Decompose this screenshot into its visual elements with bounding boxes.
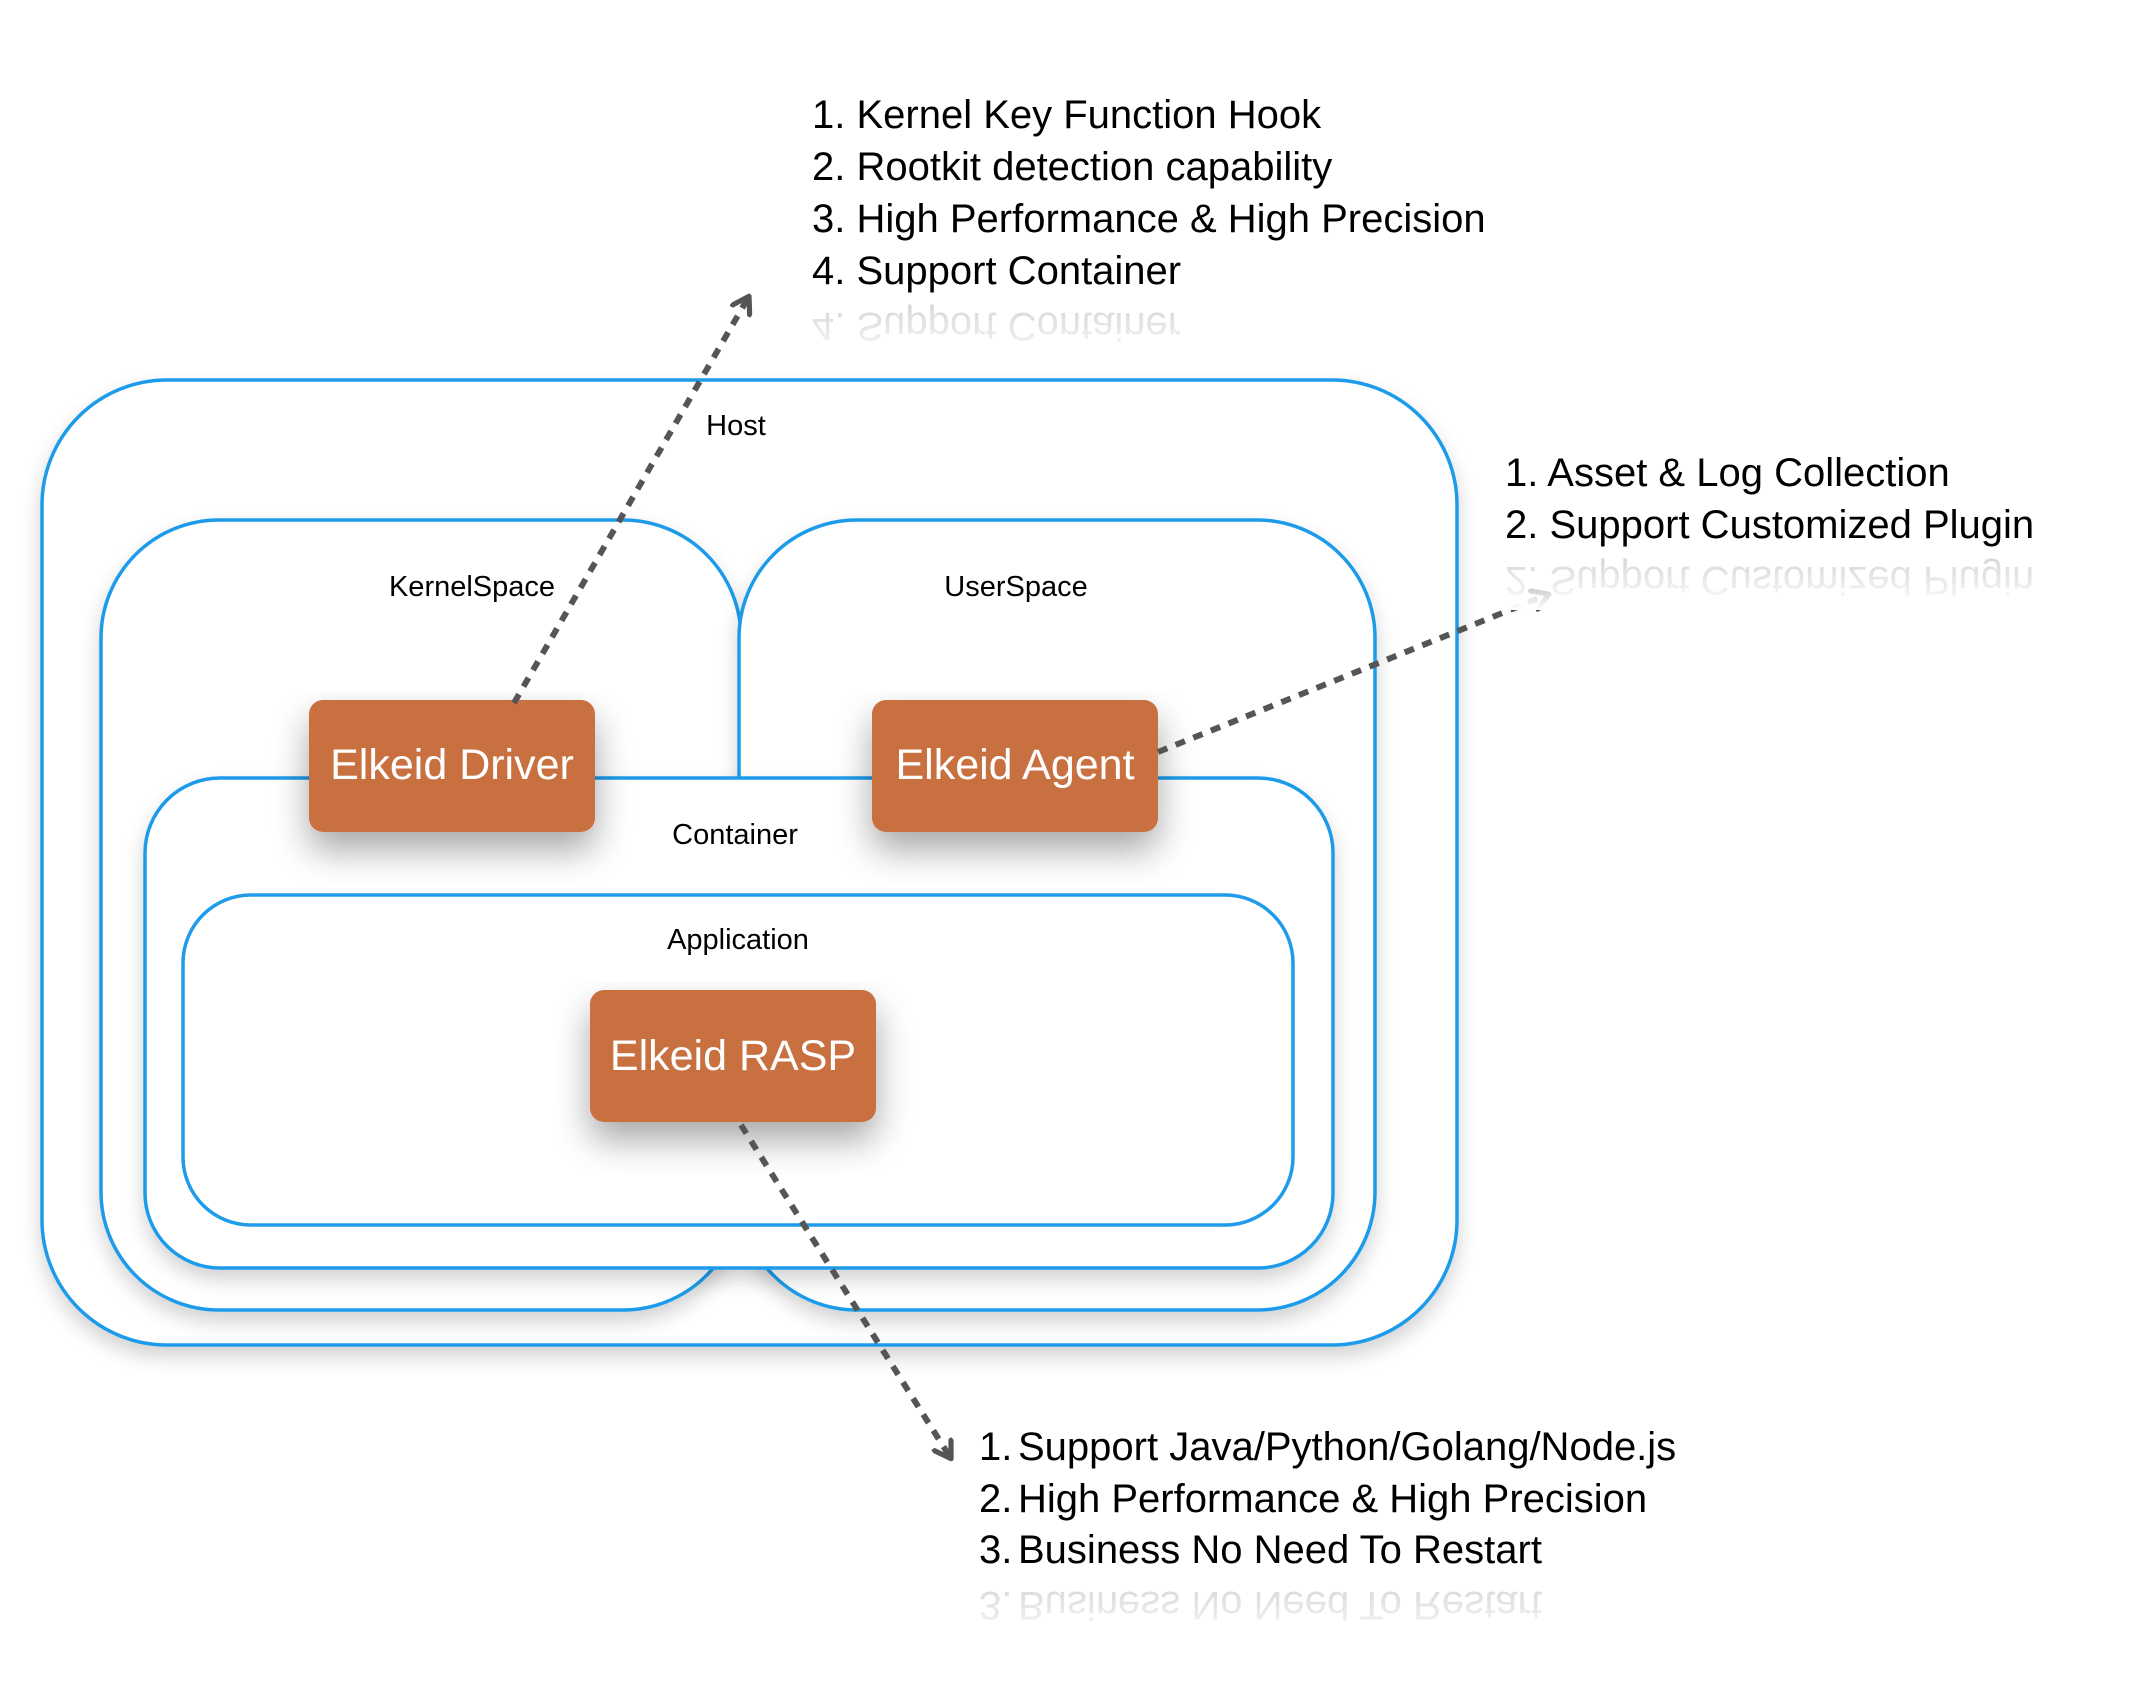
agent-feature-1: 1. Asset & Log Collection — [1505, 451, 1950, 495]
container-label: Container — [672, 819, 798, 851]
agent-arrow — [1156, 595, 1547, 755]
elkeid-rasp-label: Elkeid RASP — [610, 1032, 856, 1080]
rasp-feature-3: Business No Need To Restart — [1018, 1528, 1542, 1572]
driver-arrow — [511, 298, 748, 705]
elkeid-agent-label: Elkeid Agent — [895, 741, 1134, 789]
driver-feature-1: 1. Kernel Key Function Hook — [812, 93, 1322, 137]
user-space-label: UserSpace — [944, 571, 1087, 603]
rasp-feature-2-number: 2. — [979, 1477, 1012, 1521]
elkeid-driver-label: Elkeid Driver — [330, 741, 574, 789]
agent-feature-2: 2. Support Customized Plugin — [1505, 503, 2034, 547]
driver-feature-3: 3. High Performance & High Precision — [812, 197, 1486, 241]
elkeid-driver-node: Elkeid Driver — [309, 700, 595, 832]
elkeid-agent-node: Elkeid Agent — [872, 700, 1158, 832]
rasp-feature-2: High Performance & High Precision — [1018, 1477, 1647, 1521]
rasp-feature-3-number: 3. — [979, 1528, 1012, 1572]
driver-feature-list: 1. Kernel Key Function Hook 2. Rootkit d… — [812, 93, 1486, 293]
driver-feature-4: 4. Support Container — [812, 249, 1181, 293]
rasp-arrow — [738, 1123, 950, 1457]
elkeid-rasp-node: Elkeid RASP — [590, 990, 876, 1122]
kernel-space-label: KernelSpace — [389, 571, 555, 603]
application-label: Application — [667, 924, 809, 956]
rasp-feature-list: 1. Support Java/Python/Golang/Node.js 2.… — [979, 1425, 1676, 1572]
rasp-feature-1: Support Java/Python/Golang/Node.js — [1018, 1425, 1676, 1469]
host-label: Host — [706, 410, 766, 442]
rasp-feature-1-number: 1. — [979, 1425, 1012, 1469]
agent-feature-list: 1. Asset & Log Collection 2. Support Cus… — [1505, 451, 2034, 547]
driver-feature-2: 2. Rootkit detection capability — [812, 145, 1332, 189]
